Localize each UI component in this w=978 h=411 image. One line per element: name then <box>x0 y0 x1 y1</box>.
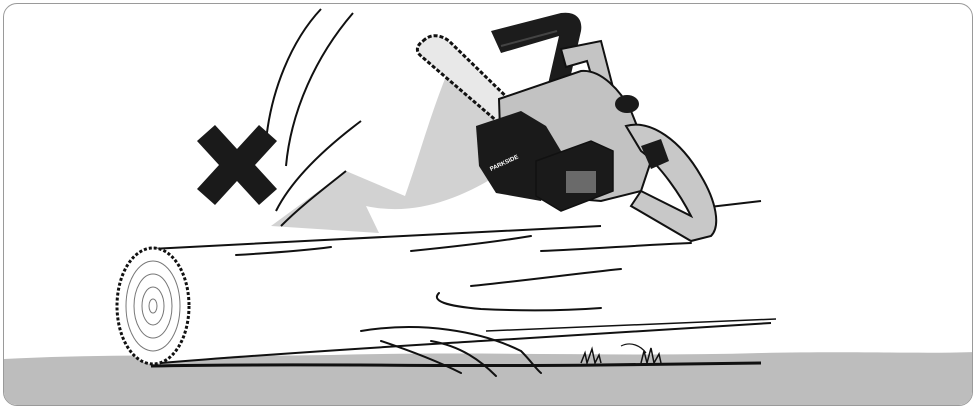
illustration-frame: PARKSIDE <box>3 3 973 406</box>
oil-cap <box>615 95 639 113</box>
log-end-rings <box>117 248 189 364</box>
cross-mark-icon <box>197 125 277 205</box>
warning-illustration: PARKSIDE <box>4 4 973 406</box>
